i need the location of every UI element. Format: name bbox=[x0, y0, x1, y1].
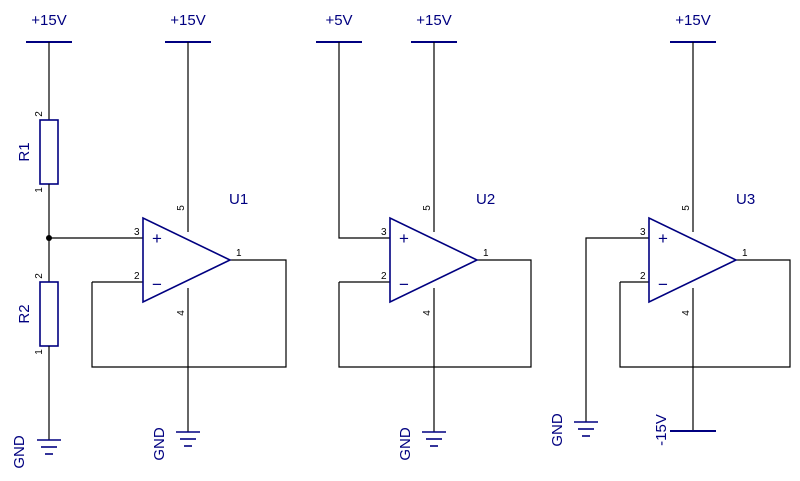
resistor-r2 bbox=[39, 281, 59, 347]
wire-u3-feedback bbox=[619, 259, 791, 368]
ground-label-c: GND bbox=[397, 427, 414, 461]
opamp-u2-minus: − bbox=[399, 275, 409, 294]
opamp-u1-pin4: 4 bbox=[176, 310, 187, 316]
power-label-15v-c: +15V bbox=[416, 12, 451, 29]
ground-label-b: GND bbox=[151, 427, 168, 461]
resistor-r2-pin-top: 2 bbox=[34, 273, 45, 279]
power-label-15v-b: +15V bbox=[170, 12, 205, 29]
opamp-u3 bbox=[648, 216, 738, 304]
opamp-u2-group: +5V +15V + − U2 3 2 1 5 4 GND bbox=[316, 12, 532, 461]
wire-u3-noninv bbox=[585, 237, 649, 422]
ground-symbol-a bbox=[37, 439, 61, 455]
opamp-u1-pin3: 3 bbox=[134, 227, 140, 238]
resistor-r1-pin-top: 2 bbox=[34, 111, 45, 117]
opamp-u3-pin4: 4 bbox=[681, 310, 692, 316]
power-label-5v: +5V bbox=[325, 12, 352, 29]
opamp-u3-pin3: 3 bbox=[640, 227, 646, 238]
power-label-15v-d: +15V bbox=[675, 12, 710, 29]
power-label-15v-a: +15V bbox=[31, 12, 66, 29]
opamp-u3-pin1: 1 bbox=[742, 248, 748, 259]
opamp-u2-pin1: 1 bbox=[483, 248, 489, 259]
resistor-r1-ref: R1 bbox=[16, 142, 33, 161]
opamp-u1-minus: − bbox=[152, 275, 162, 294]
opamp-u1-group: +15V + − U1 3 2 1 5 4 GND bbox=[49, 12, 287, 461]
opamp-u2 bbox=[389, 216, 479, 304]
opamp-u1-pin5: 5 bbox=[176, 205, 187, 211]
opamp-u3-pin2: 2 bbox=[640, 271, 646, 282]
opamp-u1-pin2: 2 bbox=[134, 271, 140, 282]
ground-symbol-b bbox=[176, 431, 200, 447]
opamp-u2-ref: U2 bbox=[476, 191, 495, 208]
resistor-r2-pin-bottom: 1 bbox=[34, 349, 45, 355]
ground-label-a: GND bbox=[11, 435, 28, 469]
wire-u2-feedback bbox=[338, 259, 532, 368]
power-label-neg15v: -15V bbox=[653, 414, 670, 446]
opamp-u3-minus: − bbox=[658, 275, 668, 294]
opamp-u1-ref: U1 bbox=[229, 191, 248, 208]
opamp-u1-pin1: 1 bbox=[236, 248, 242, 259]
opamp-u2-plus: + bbox=[399, 229, 409, 248]
opamp-u3-plus: + bbox=[658, 229, 668, 248]
resistor-r2-ref: R2 bbox=[16, 304, 33, 323]
divider-network: +15V R1 2 1 R2 2 1 GND bbox=[11, 12, 72, 469]
opamp-u2-pin4: 4 bbox=[422, 310, 433, 316]
opamp-u1 bbox=[142, 216, 232, 304]
wire-u1-feedback bbox=[91, 259, 287, 368]
opamp-u1-plus: + bbox=[152, 229, 162, 248]
ground-symbol-d bbox=[574, 421, 598, 437]
opamp-u3-ref: U3 bbox=[736, 191, 755, 208]
resistor-r1-pin-bottom: 1 bbox=[34, 187, 45, 193]
ground-symbol-c bbox=[422, 431, 446, 447]
resistor-r1 bbox=[39, 119, 59, 185]
opamp-u3-pin5: 5 bbox=[681, 205, 692, 211]
opamp-u2-pin2: 2 bbox=[381, 271, 387, 282]
opamp-u3-group: +15V GND + − U3 3 2 1 5 4 -15V bbox=[549, 12, 791, 447]
ground-label-d: GND bbox=[549, 413, 566, 447]
wire-u2-noninv bbox=[338, 42, 390, 239]
opamp-u2-pin3: 3 bbox=[381, 227, 387, 238]
opamp-u2-pin5: 5 bbox=[422, 205, 433, 211]
